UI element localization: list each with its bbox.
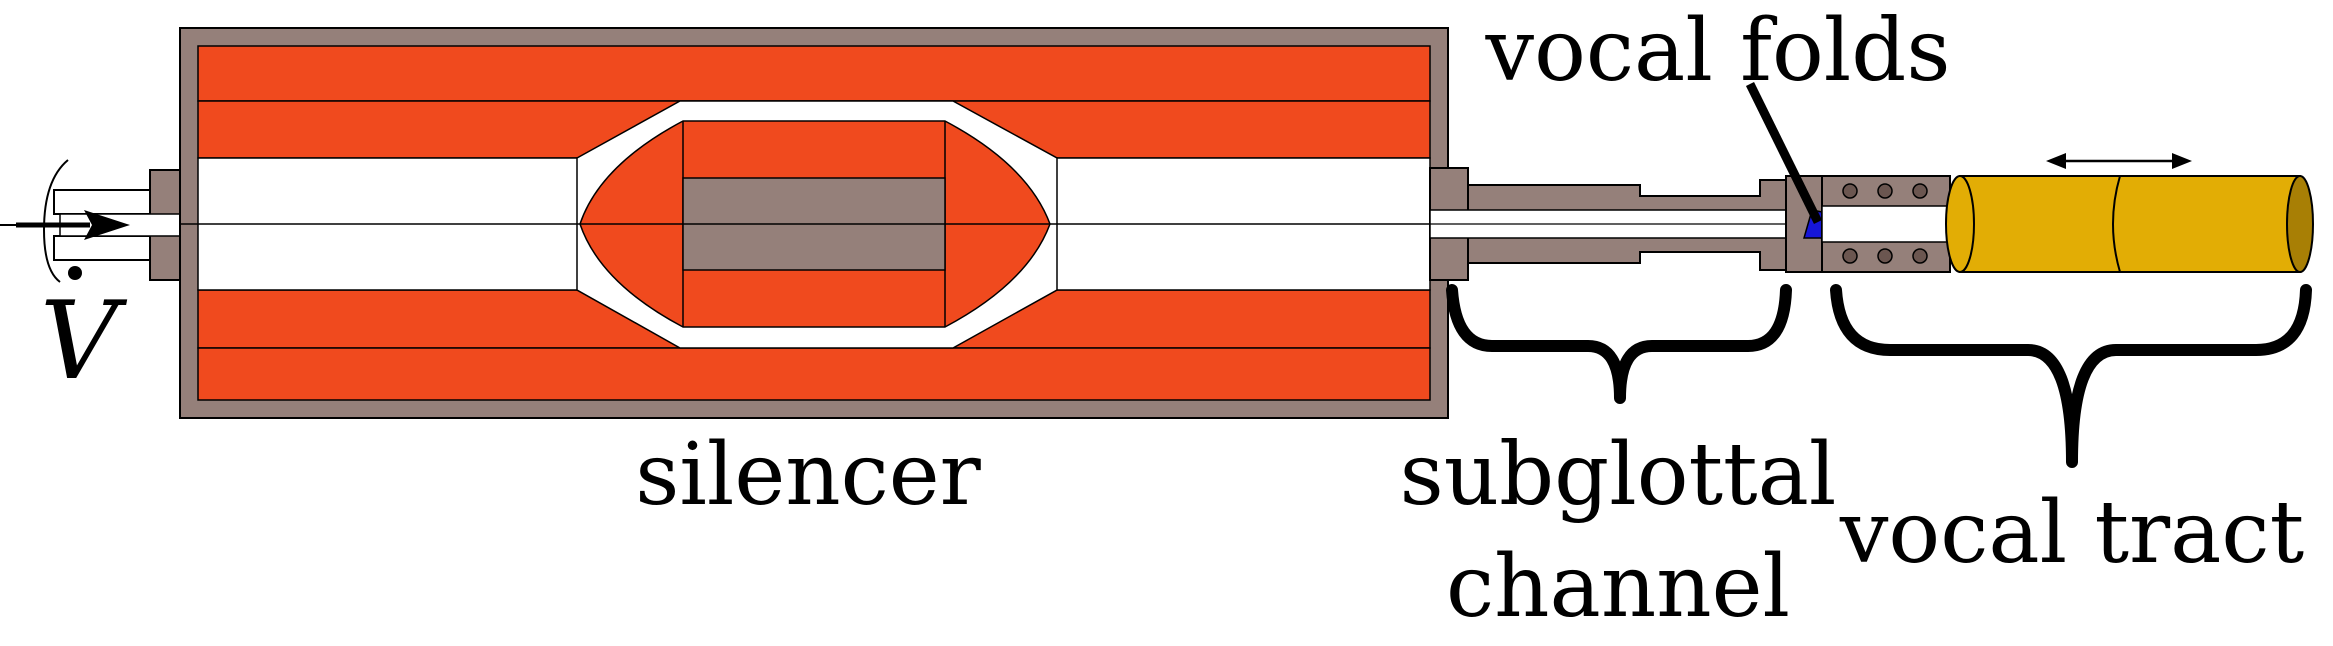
screw-icon (1912, 248, 1928, 264)
flow-arrow-head (84, 210, 130, 240)
vocal-tract-tube-end (2286, 175, 2314, 273)
screw-icon (1842, 183, 1858, 199)
inlet (0, 159, 183, 283)
vocal-folds-label: vocal folds (1485, 1, 1951, 101)
vocal-tract-label: vocal tract (1839, 483, 2304, 583)
subglottal-brace (1446, 284, 1792, 404)
vocal-folds-unit (1745, 82, 1823, 273)
subglottal-label-line2: channel (1446, 537, 1790, 637)
silencer (179, 27, 1449, 419)
flow-dot (68, 266, 82, 280)
vocal-tract-tube (1951, 175, 2301, 273)
vocal-tract-brace (1830, 284, 2312, 468)
volume-flow-label: V (40, 266, 128, 404)
screw-icon (1912, 183, 1928, 199)
silencer-label: silencer (635, 425, 981, 525)
flow-symbol: V (40, 279, 128, 404)
subglottal-label-line1: subglottal (1400, 425, 1837, 525)
screw-icon (1842, 248, 1858, 264)
vocal-tract (1821, 153, 2314, 273)
sliding-direction-arrow (2046, 153, 2192, 169)
silencer-damping-top-1 (197, 45, 1431, 102)
silencer-damping-bottom-2 (197, 347, 1431, 401)
vocal-folds-pointer (1745, 82, 1823, 224)
screw-icon (1877, 183, 1893, 199)
screw-icon (1877, 248, 1893, 264)
subglottal-channel (1429, 167, 1791, 281)
